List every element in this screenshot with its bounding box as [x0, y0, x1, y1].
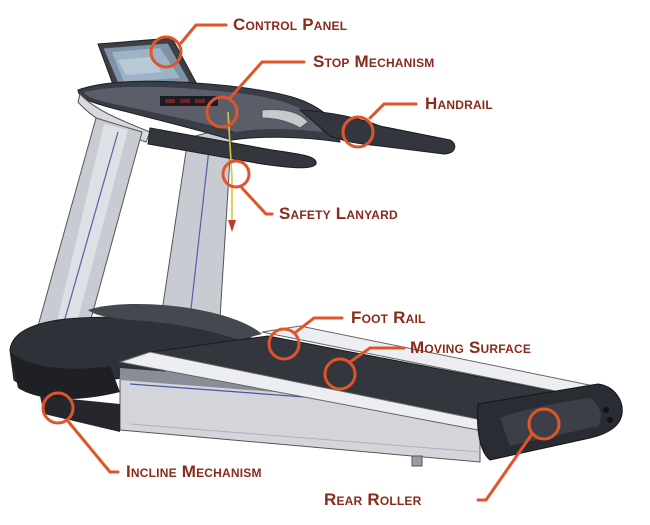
rear-roller-label: Rear Roller	[324, 491, 421, 508]
control-panel-leader	[181, 25, 226, 43]
safety-lanyard-leader	[242, 188, 272, 214]
handrail-leader	[370, 104, 416, 118]
incline-mechanism-label: Incline Mechanism	[126, 463, 262, 480]
treadmill-drawing	[10, 38, 622, 466]
safety-lanyard-label: Safety Lanyard	[279, 205, 398, 222]
foot-rail-label: Foot Rail	[351, 309, 426, 326]
stop-mechanism-label: Stop Mechanism	[313, 53, 434, 70]
handrail-label: Handrail	[425, 95, 493, 112]
moving-surface-label: Moving Surface	[410, 339, 531, 356]
control-panel-label: Control Panel	[233, 16, 347, 33]
